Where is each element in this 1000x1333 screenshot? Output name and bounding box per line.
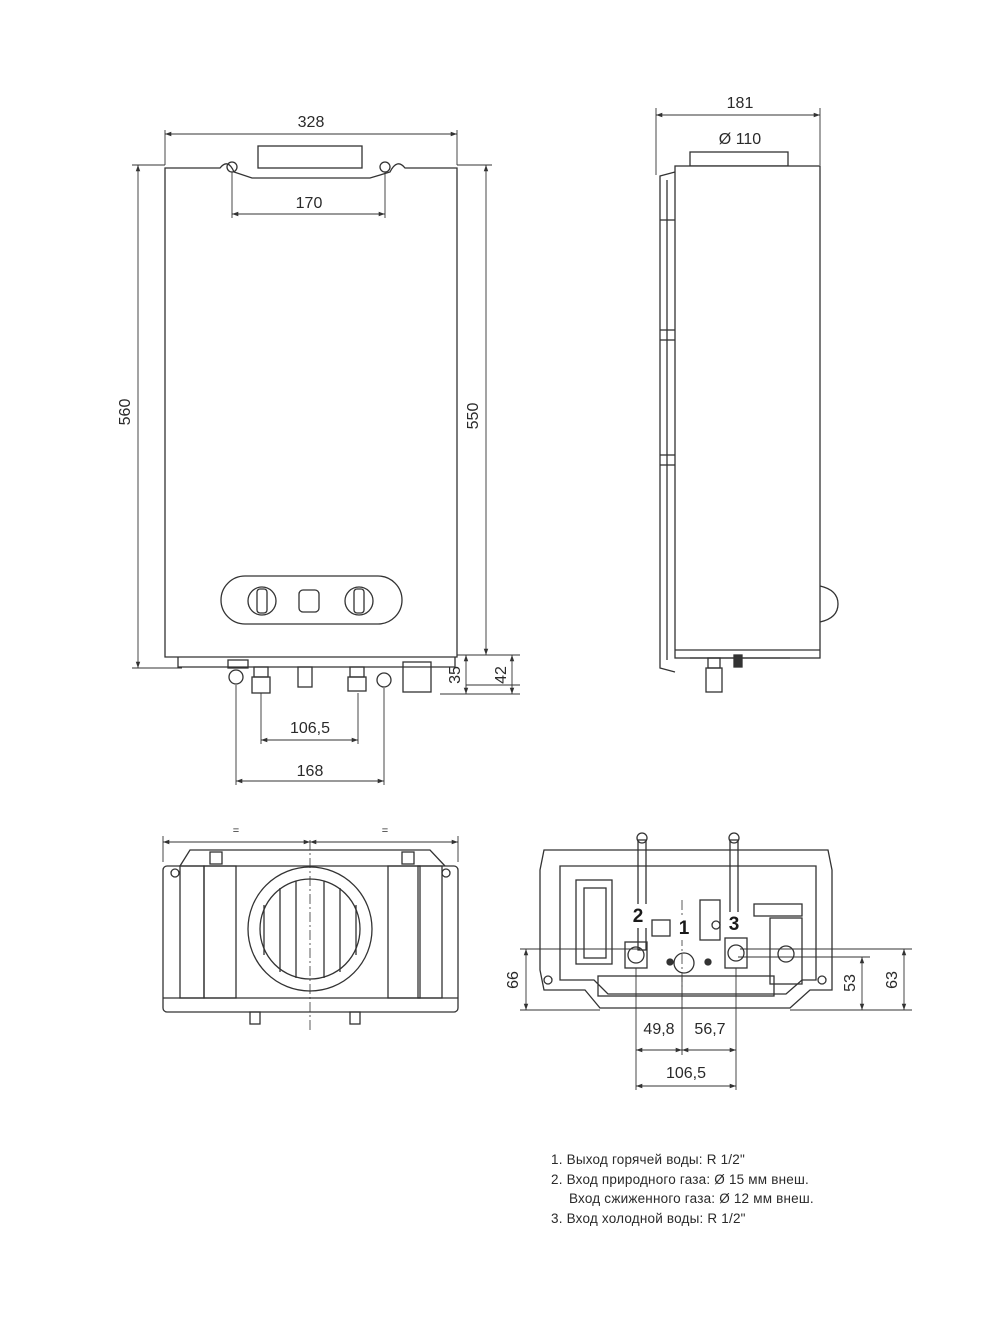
equal-mark-right: = [382, 825, 388, 837]
connection-marker-2: 2 [633, 906, 644, 927]
legend-item-liquefied-gas: Вход сжиженного газа: Ø 12 мм внеш. [569, 1191, 814, 1206]
front-dimensions [132, 130, 520, 785]
connection-marker-3: 3 [729, 914, 740, 935]
height-550-label: 550 [465, 403, 482, 430]
side-dimensions [655, 108, 821, 175]
height-63-label: 63 [884, 971, 901, 989]
pipe-spacing-168-label: 168 [297, 763, 324, 780]
top-dimensions [162, 836, 459, 862]
legend-item-natural-gas: 2. Вход природного газа: Ø 15 мм внеш. [551, 1171, 809, 1187]
top-view [162, 849, 459, 1025]
bottom-spacing-106-label: 106,5 [666, 1065, 706, 1082]
legend-item-hot-water: 1. Выход горячей воды: R 1/2" [551, 1152, 745, 1167]
height-66-label: 66 [505, 971, 522, 989]
offset-49-8-label: 49,8 [643, 1021, 674, 1038]
connection-markers: 2 1 3 [626, 904, 746, 940]
side-view [659, 151, 839, 693]
bottom-dimensions [520, 948, 912, 1090]
mount-spacing-170-label: 170 [296, 195, 323, 212]
side-dimension-labels: 181 Ø 110 [719, 95, 762, 148]
height-560-label: 560 [117, 399, 134, 426]
legend-item-cold-water: 3. Вход холодной воды: R 1/2" [551, 1210, 746, 1226]
front-view [164, 145, 458, 694]
top-equal-labels: = = [233, 825, 388, 837]
depth-35-label: 35 [447, 666, 464, 684]
flue-diameter-label: Ø 110 [719, 131, 762, 148]
front-dimension-labels: 328 170 560 550 35 42 106,5 168 [117, 114, 510, 780]
pipe-spacing-106-label: 106,5 [290, 720, 330, 737]
height-53-label: 53 [842, 974, 859, 992]
equal-mark-left: = [233, 825, 239, 837]
offset-56-7-label: 56,7 [694, 1021, 725, 1038]
bottom-dimension-labels: 66 53 63 49,8 56,7 106,5 [505, 971, 901, 1082]
connection-marker-1: 1 [679, 918, 690, 939]
width-328-label: 328 [298, 114, 325, 131]
depth-42-label: 42 [493, 666, 510, 684]
depth-181-label: 181 [727, 95, 754, 112]
legend: 1. Выход горячей воды: R 1/2" 2. Вход пр… [551, 1150, 991, 1228]
